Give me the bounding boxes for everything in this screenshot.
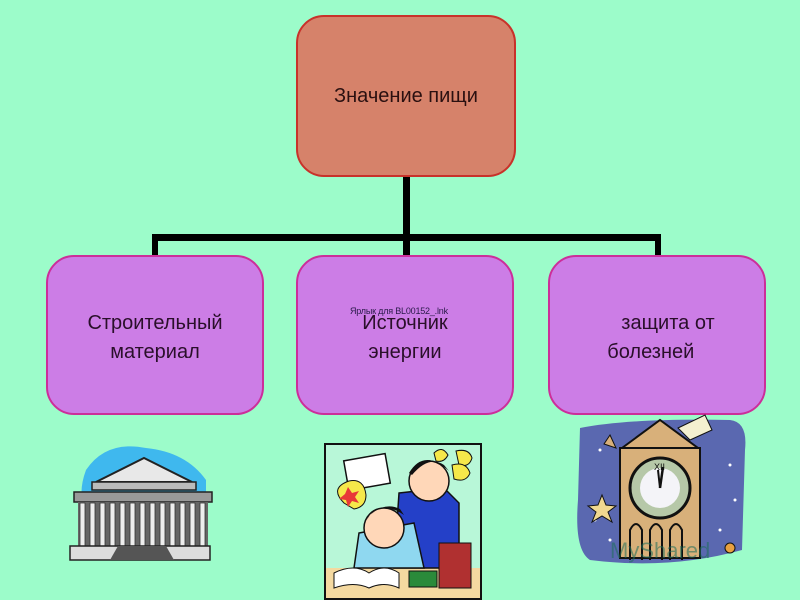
child-node-label-line2: болезней — [607, 341, 695, 363]
child-node-energy-source: Источник энергии — [296, 255, 514, 415]
root-node: Значение пищи — [296, 15, 516, 177]
connector-center-drop — [403, 234, 410, 256]
svg-text:XII: XII — [654, 462, 665, 472]
child-node-disease-protection: защита от болезней — [548, 255, 766, 415]
shortcut-link-label[interactable]: Ярлык для BL00152_.lnk — [350, 306, 448, 316]
child-node-label-line1: Строительный — [87, 312, 223, 334]
child-node-building-material: Строительный материал — [46, 255, 264, 415]
child-node-label-line1: Источник — [362, 312, 448, 334]
connector-root-stem — [403, 177, 410, 241]
watermark-text: MyShared — [610, 538, 711, 563]
connector-right-drop — [655, 234, 661, 256]
child-node-label-line2: энергии — [368, 341, 442, 363]
connector-left-drop — [152, 234, 158, 256]
root-node-label: Значение пищи — [334, 84, 478, 107]
child-node-label-line1: защита от — [621, 312, 715, 334]
child-node-label-line2: материал — [110, 341, 200, 363]
building-clipart-icon — [69, 446, 213, 561]
students-studying-clipart-icon — [324, 443, 482, 600]
clock-tower-clipart-icon: XII — [577, 414, 746, 564]
